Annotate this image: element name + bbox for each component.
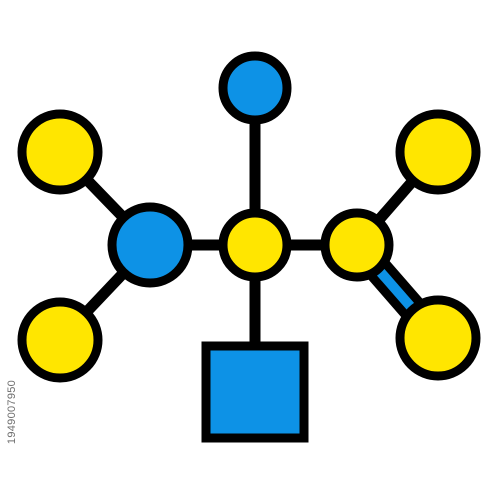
image-id-label: 1949007950 [6,379,18,445]
node-left-blue [107,202,193,288]
node-top-blue [218,51,292,125]
node-right-yellow [320,208,394,282]
node-left-lower-yellow [17,297,103,383]
node-bottom-blue-square [201,341,309,443]
node-right-lower-yellow [395,295,481,381]
node-left-upper-yellow [17,109,103,195]
node-right-upper-yellow [395,109,481,195]
node-center-yellow [218,208,292,282]
